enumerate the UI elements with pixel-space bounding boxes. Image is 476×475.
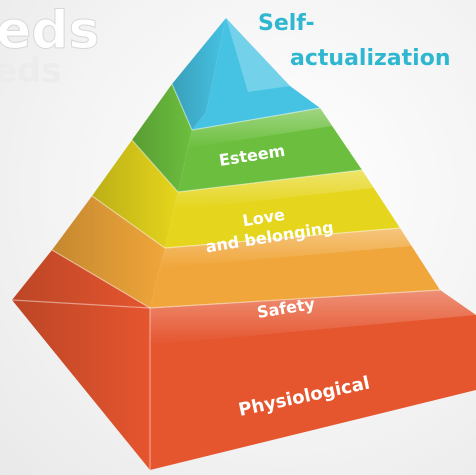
tier-esteem-shade bbox=[132, 84, 192, 192]
tier-safety-shine bbox=[160, 228, 412, 268]
apex-shine bbox=[226, 18, 290, 92]
tier-love-belonging bbox=[92, 140, 400, 248]
tier-physiological-shade bbox=[12, 250, 150, 470]
edge-highlights bbox=[11, 83, 441, 470]
background-watermark: eds eds bbox=[0, 1, 100, 92]
tier-physiological-shine bbox=[150, 290, 476, 345]
tier-safety bbox=[52, 196, 440, 308]
tier-love-shade bbox=[92, 140, 178, 248]
background-text-2: eds bbox=[0, 51, 62, 91]
top-label-line-1: Self- bbox=[258, 11, 315, 36]
top-label-self-actualization: Self- actualization bbox=[258, 11, 450, 71]
tier-esteem bbox=[132, 84, 362, 192]
tier-physiological bbox=[12, 250, 476, 470]
apex-shade bbox=[172, 18, 226, 130]
apex-front-face bbox=[192, 18, 320, 130]
tier-esteem-shine bbox=[188, 108, 332, 148]
background-text-1: eds bbox=[0, 1, 99, 61]
top-label-line-2: actualization bbox=[290, 46, 450, 71]
tier-apex bbox=[172, 18, 320, 130]
pyramid bbox=[11, 18, 476, 470]
tier-safety-shade bbox=[52, 196, 165, 308]
tier-love-shine bbox=[174, 170, 374, 210]
